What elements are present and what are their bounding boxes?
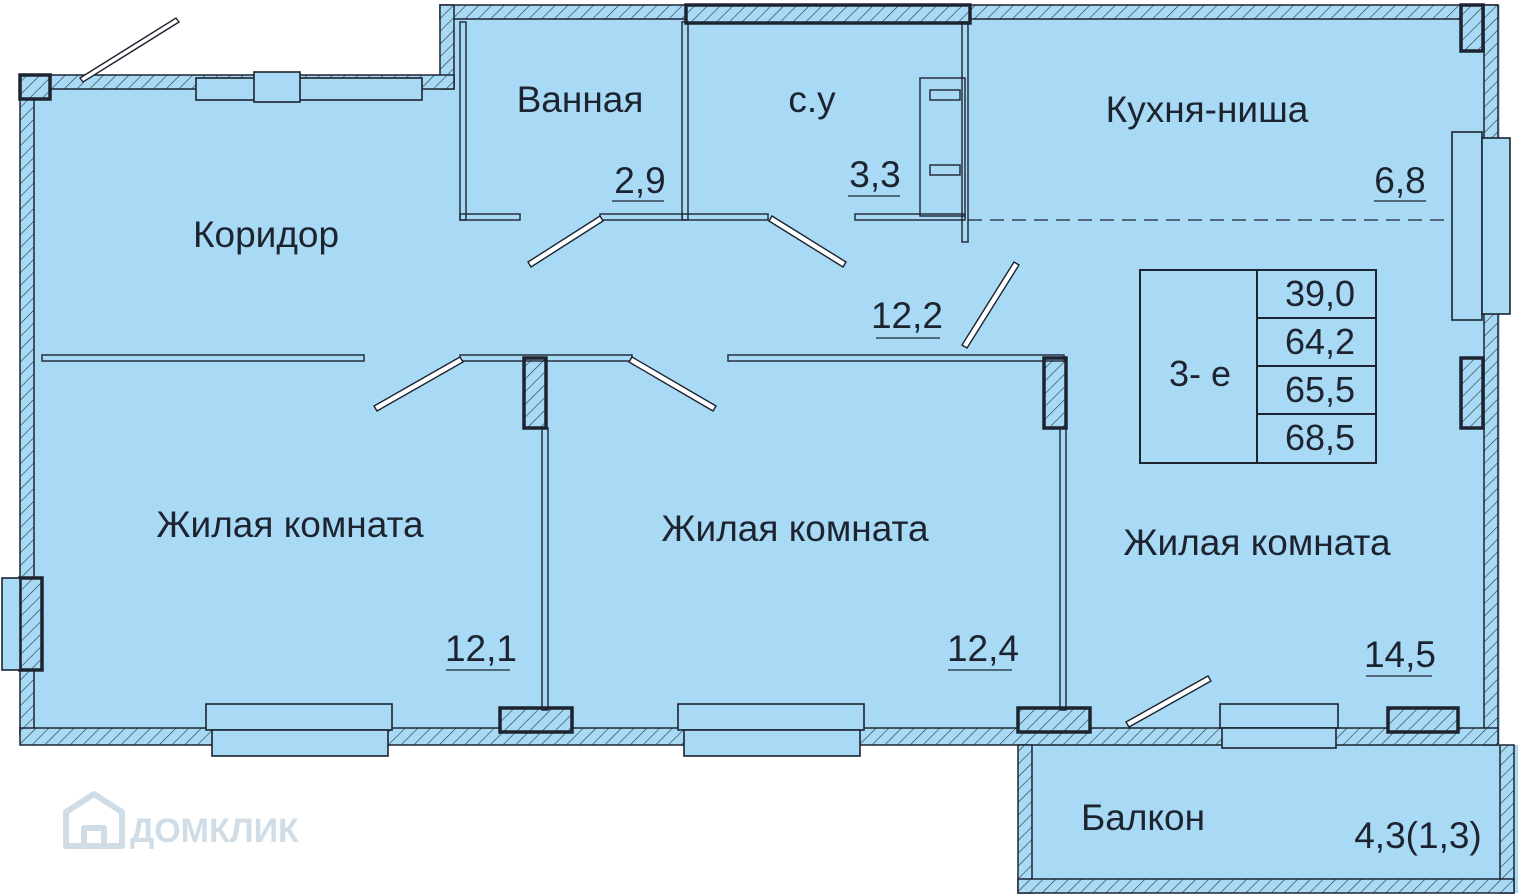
room-name: Кухня-ниша [1106,89,1309,130]
room-name: Коридор [193,214,339,255]
watermark-text: ДОМКЛИК [130,812,299,850]
room-area: 3,3 [849,154,900,195]
room-name: Жилая комната [1123,522,1391,563]
room-kitchen: Кухня-ниша 6,8 [1106,89,1426,201]
partitions [41,21,1067,711]
room-area: 14,5 [1364,634,1436,675]
windows [1,71,1511,757]
room-area: 12,1 [445,628,517,669]
door-swings [78,17,1212,728]
columns [18,3,1485,734]
summary-value: 65,5 [1285,369,1355,410]
room-corridor: Коридор 12,2 [193,214,943,336]
summary-table [1139,269,1377,464]
house-logo-icon [63,791,125,849]
summary-value: 68,5 [1285,417,1355,458]
balcony-railing [1017,744,1515,894]
summary-value: 39,0 [1285,273,1355,314]
room-name: Жилая комната [156,504,424,545]
room-name: Балкон [1081,797,1205,838]
room-area: 6,8 [1374,160,1425,201]
room-area: 12,2 [871,295,943,336]
room-bath: Ванная 2,9 [517,79,666,201]
room-name: Ванная [517,79,644,120]
room-living-3: Жилая комната 14,5 [1123,522,1436,675]
room-area: 2,9 [614,160,665,201]
watermark: ДОМКЛИК [63,791,299,850]
room-name: с.у [788,79,836,120]
summary-type: 3- е [1169,353,1231,394]
area-underlines [446,195,1432,677]
room-living-2: Жилая комната 12,4 [661,508,1019,669]
summary-value: 64,2 [1285,321,1355,362]
room-wc: с.у 3,3 [788,79,900,195]
apartment-floor [20,5,1500,745]
balcony-floor [1018,745,1518,893]
room-area: 4,3(1,3) [1354,815,1482,856]
room-area: 12,4 [947,628,1019,669]
room-balcony: Балкон 4,3(1,3) [1081,797,1482,856]
room-living-1: Жилая комната 12,1 [156,504,517,669]
room-name: Жилая комната [661,508,929,549]
